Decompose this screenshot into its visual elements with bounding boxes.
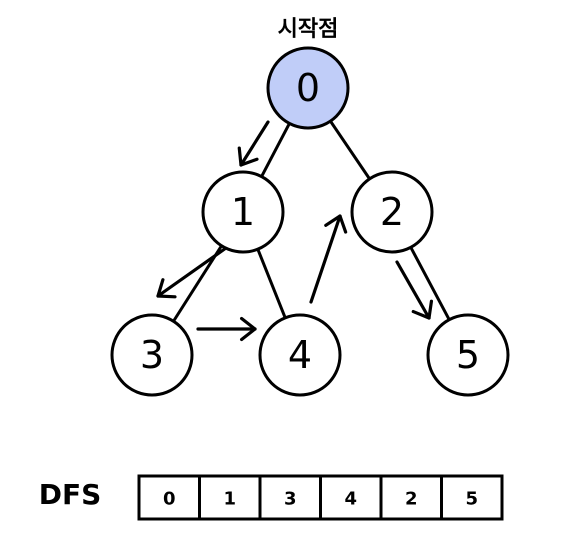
dfs-order-value: 1 <box>223 489 236 510</box>
dfs-title: DFS <box>39 478 102 511</box>
dfs-order-value: 4 <box>344 489 357 510</box>
edge-2-5 <box>409 246 451 321</box>
dfs-order-cell: 3 <box>258 474 322 521</box>
edge-0-1 <box>260 122 291 178</box>
dfs-order-cell: 0 <box>137 474 201 521</box>
tree-nodes: 0 1 2 3 4 5 <box>110 46 510 397</box>
dfs-order-value: 5 <box>465 489 478 510</box>
arrow-2-to-5 <box>395 260 434 320</box>
edge-1-4 <box>256 248 287 319</box>
node-4: 4 <box>258 313 342 397</box>
node-0: 0 <box>266 46 350 130</box>
node-3: 3 <box>110 313 194 397</box>
dfs-order-value: 0 <box>163 489 176 510</box>
dfs-order-cell: 2 <box>379 474 443 521</box>
dfs-order-array: 0 1 3 4 2 5 <box>137 474 504 521</box>
node-label: 1 <box>231 190 255 234</box>
node-label: 3 <box>140 333 164 377</box>
traversal-arrows <box>156 120 434 342</box>
node-circle <box>201 170 285 254</box>
start-point-label: 시작점 <box>278 17 339 42</box>
arrow-3-to-4 <box>196 316 257 342</box>
dfs-order-value: 2 <box>405 489 418 510</box>
node-label: 0 <box>296 66 320 110</box>
dfs-order-cell: 5 <box>440 474 504 521</box>
node-2: 2 <box>350 170 434 254</box>
dfs-order-cell: 4 <box>319 474 383 521</box>
node-label: 2 <box>380 190 404 234</box>
node-circle <box>110 313 194 397</box>
node-5: 5 <box>426 313 510 397</box>
dfs-order-value: 3 <box>284 489 297 510</box>
node-1: 1 <box>201 170 285 254</box>
node-circle <box>258 313 342 397</box>
arrow-1-to-3 <box>156 246 228 299</box>
node-circle <box>426 313 510 397</box>
arrow-0-to-1 <box>237 120 270 167</box>
node-label: 4 <box>288 333 312 377</box>
dfs-order-cell: 1 <box>198 474 262 521</box>
start-node-circle <box>266 46 350 130</box>
edge-0-2 <box>329 120 371 180</box>
arrow-4-to-2 <box>309 214 348 304</box>
node-label: 5 <box>456 333 480 377</box>
node-circle <box>350 170 434 254</box>
